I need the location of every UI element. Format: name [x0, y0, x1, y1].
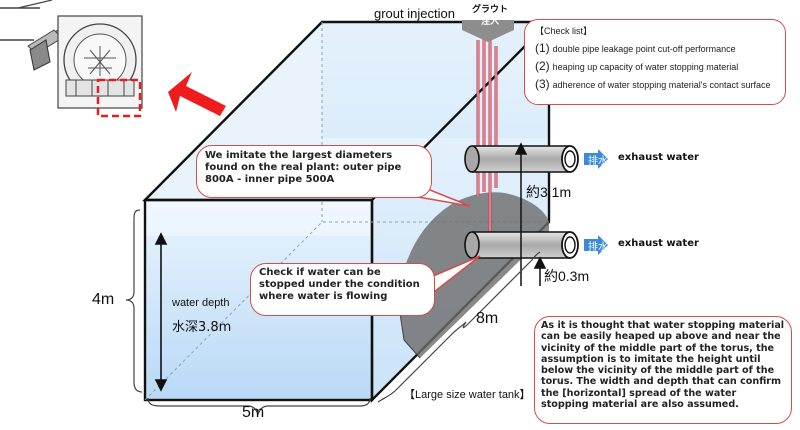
tank-height-label: 4m: [92, 291, 115, 308]
upper-pipe-label: exhaust water: [618, 152, 699, 163]
tank-width-label: 5m: [242, 404, 265, 421]
depth-brace: [377, 251, 541, 403]
pointer-arrow: [168, 72, 226, 116]
check-list: 【Check list】 (1)double pipe leakage poin…: [524, 19, 786, 105]
grout-arrow: [462, 20, 514, 42]
lower-pipe-label: exhaust water: [618, 238, 699, 249]
check-list-item: (2)heaping up capacity of water stopping…: [535, 59, 739, 73]
water-depth-value: 水深3.8m: [172, 320, 232, 335]
height-brace: [125, 209, 143, 393]
upper-pipe-jp-label: 排水: [588, 156, 608, 167]
water-tank: [142, 20, 552, 403]
water-flow-callout: Check if water can be stopped under the …: [250, 263, 435, 316]
check-list-item: (1)double pipe leakage point cut-off per…: [535, 41, 736, 55]
grout-label-jp: グラウト: [472, 5, 509, 15]
check-list-item: (3)adherence of water stopping material'…: [535, 77, 771, 91]
pipe-spacing-arrows: [514, 142, 547, 286]
grout-label: grout injection: [374, 6, 455, 21]
grout-label-jp-2: 注入: [481, 17, 500, 27]
pipe-spacing-label: 約3.1m: [526, 184, 572, 200]
check-list-title: 【Check list】: [535, 26, 593, 36]
water-depth-arrow: [154, 232, 168, 392]
highlight-box: [96, 78, 142, 118]
upper-pipe: [464, 145, 608, 173]
assumption-callout: As it is thought that water stopping mat…: [534, 316, 792, 424]
tank-depth-label: 8m: [476, 310, 499, 327]
tank-caption: 【Large size water tank】: [404, 389, 531, 401]
water-depth-label: water depth: [172, 297, 230, 309]
plant-sketch: [0, 0, 150, 120]
bottom-offset-label: 約0.3m: [544, 268, 590, 284]
width-brace: [147, 397, 371, 416]
plant-diameter-callout: We imitate the largest diameters found o…: [196, 145, 432, 198]
lower-pipe-jp-label: 排水: [588, 242, 608, 253]
